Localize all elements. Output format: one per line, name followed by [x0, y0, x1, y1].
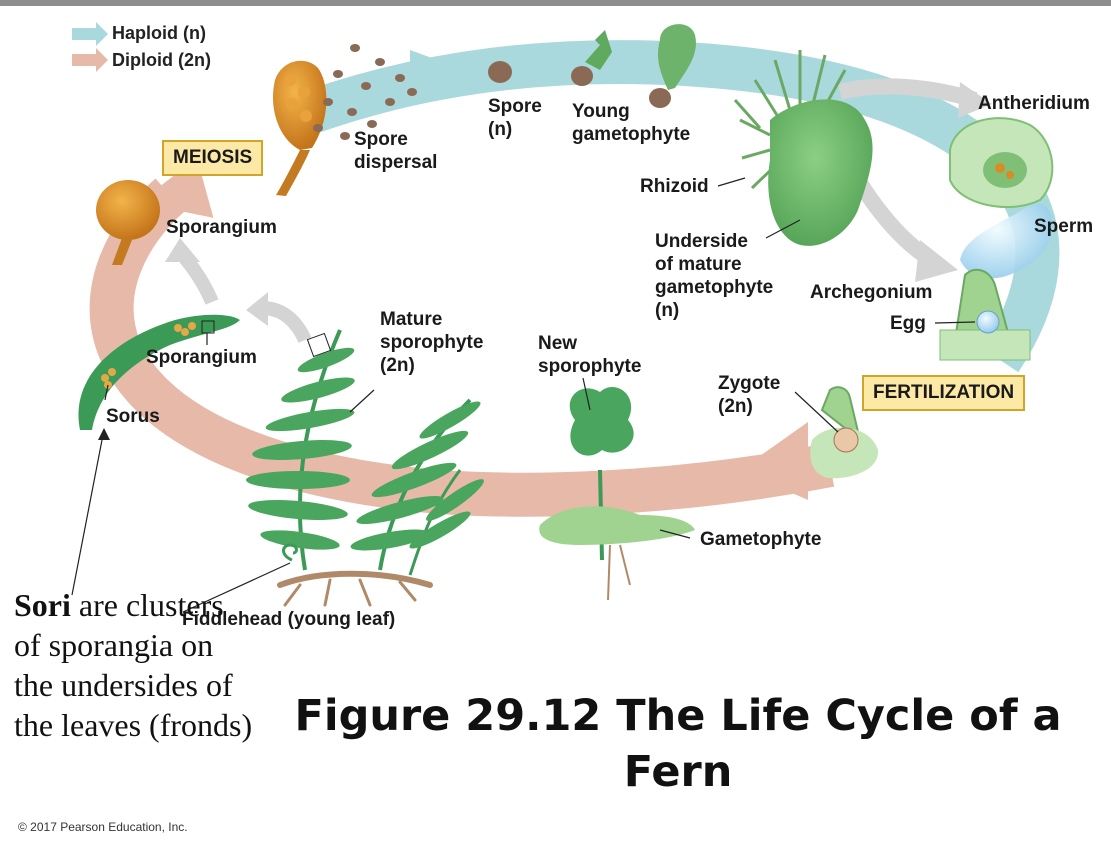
sperm-label: Sperm [1034, 216, 1094, 237]
egg-label: Egg [890, 313, 926, 334]
sporangium-label-top: Sporangium [166, 217, 277, 238]
antheridium-illustration [949, 117, 1054, 208]
sporangium-label-leaf: Sporangium [146, 347, 257, 368]
sori-definition: are clusters of sporangia on the undersi… [14, 587, 253, 743]
spore-dispersal-dots [313, 44, 417, 140]
mature-gametophyte-illustration [733, 50, 873, 246]
copyright-notice: © 2017 Pearson Education, Inc. [18, 820, 188, 834]
diploid-cycle-band [89, 178, 835, 517]
grey-arrowhead-archegonium [915, 240, 958, 282]
rhizoid-label: Rhizoid [640, 176, 709, 197]
figure-title: Figure 29.12 The Life Cycle of a Fern [294, 691, 1062, 797]
spore-label: Spore(n) [488, 96, 542, 140]
zygote-label: Zygote(2n) [718, 373, 781, 417]
mature-sporophyte-fern [246, 329, 484, 576]
sori-explanation-note: Sori are clusters of sporangia on the un… [14, 585, 254, 745]
label-leader-lines [71, 177, 976, 613]
diploid-arrowhead-left [740, 422, 808, 500]
fiddlehead-label: Fiddlehead (young leaf) [182, 609, 396, 630]
sori-pointer-arrowhead [98, 428, 110, 440]
new-sporophyte-illustration [539, 386, 695, 601]
antheridium-label: Antheridium [978, 93, 1090, 114]
grey-arrowhead-leaf [246, 292, 268, 326]
young-gametophyte-small [571, 30, 612, 86]
grey-arrow-leaf [261, 301, 312, 344]
sperm-water-drop [960, 203, 1053, 279]
archegonium-label: Archegonium [810, 282, 933, 303]
legend-haploid-label: Haploid (n) [112, 23, 206, 43]
gametophyte-label: Gametophyte [700, 529, 822, 550]
fiddlehead-illustration [282, 543, 298, 562]
legend-diploid-label: Diploid (2n) [112, 50, 211, 70]
diploid-arrow-icon [72, 48, 108, 72]
grey-arrow-sporangium [179, 253, 219, 305]
meiosis-stage-label: MEIOSIS [162, 140, 264, 176]
sori-term: Sori [14, 587, 71, 623]
fern-rhizome-roots [277, 570, 433, 607]
leaf-segment-with-sori [78, 314, 240, 430]
sorus-label: Sorus [106, 406, 160, 427]
grey-arrowhead-antheridium [958, 82, 992, 118]
grey-arrowhead-sporangium [165, 238, 200, 262]
spore-illustration [488, 61, 512, 83]
zygote-illustration [810, 386, 879, 479]
haploid-arrow-icon [72, 22, 108, 46]
fertilization-stage-label: FERTILIZATION [862, 375, 1026, 411]
young-gametophyte-large [649, 24, 696, 108]
sporangium-illustration [96, 180, 160, 265]
haploid-arrowhead [410, 50, 470, 100]
